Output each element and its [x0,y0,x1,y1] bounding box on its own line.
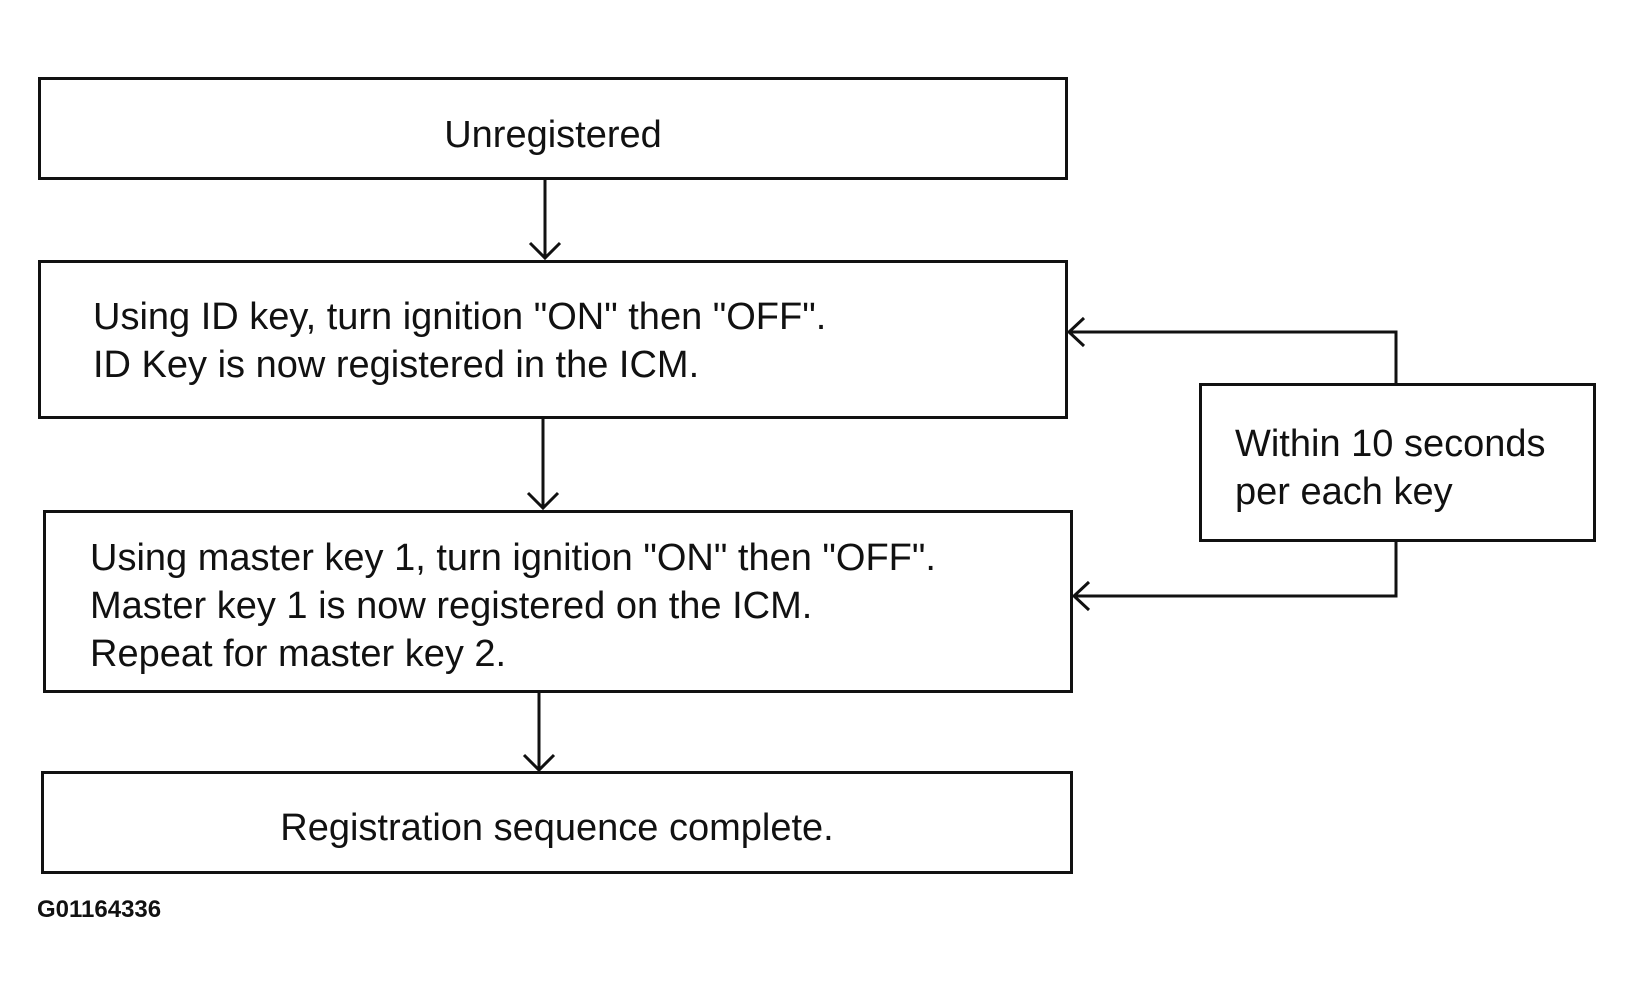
connector-note-to-id-key [1069,330,1398,383]
timing-note-box: Within 10 seconds per each key [1199,383,1596,542]
step-master-key-box: Using master key 1, turn ignition "ON" t… [43,510,1073,693]
arrowhead-note-master-key [1071,580,1091,612]
step-complete-box: Registration sequence complete. [41,771,1073,874]
arrowhead-master-key [526,491,560,511]
step-master-key-line-3: Repeat for master key 2. [90,633,507,675]
step-id-key-line-2: ID Key is now registered in the ICM. [93,344,700,386]
arrowhead-complete [522,753,556,773]
step-complete-label: Registration sequence complete. [280,807,834,849]
step-unregistered-box: Unregistered [38,77,1068,180]
step-unregistered-label: Unregistered [444,114,662,156]
figure-id: G01164336 [37,896,162,923]
connector-note-to-master-key [1074,541,1398,598]
step-id-key-box: Using ID key, turn ignition "ON" then "O… [38,260,1068,419]
timing-note-line-1: Within 10 seconds [1235,423,1546,465]
step-master-key-line-1: Using master key 1, turn ignition "ON" t… [90,537,936,579]
step-id-key-line-1: Using ID key, turn ignition "ON" then "O… [93,296,827,338]
timing-note-line-2: per each key [1235,471,1453,513]
step-master-key-line-2: Master key 1 is now registered on the IC… [90,585,813,627]
arrowhead-id-key [528,241,562,261]
arrowhead-note-id-key [1066,316,1086,348]
